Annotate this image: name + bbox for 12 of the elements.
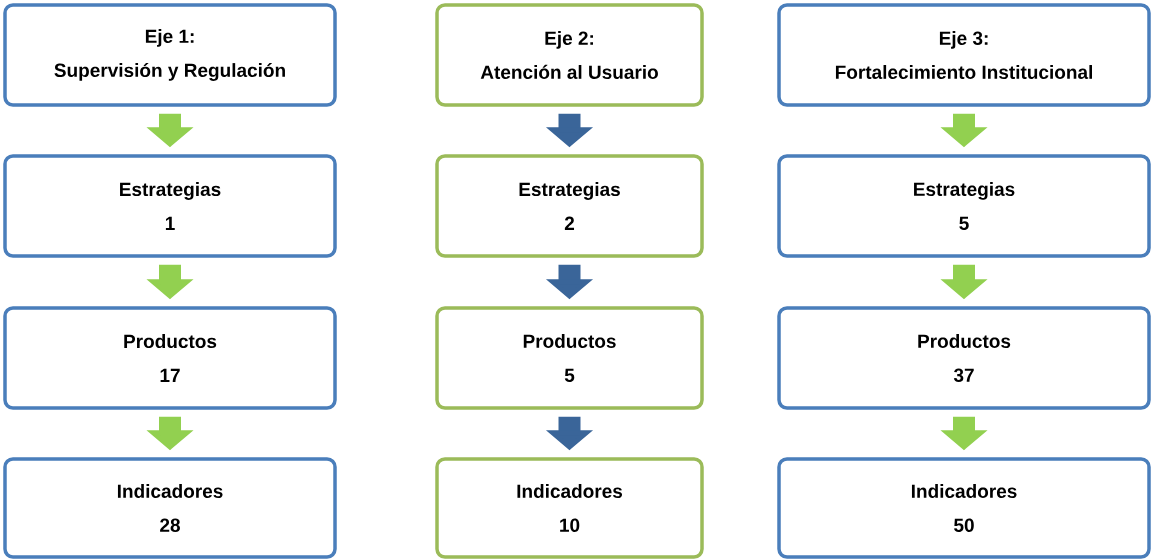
process-box: Eje 1: Supervisión y Regulación xyxy=(3,3,337,107)
process-box: Eje 3: Fortalecimiento Institucional xyxy=(777,3,1151,107)
process-box: Eje 2: Atención al Usuario xyxy=(435,3,704,107)
process-box: Indicadores 50 xyxy=(777,457,1151,559)
process-box: Productos 37 xyxy=(777,306,1151,410)
process-box: Productos 5 xyxy=(435,306,704,410)
process-box: Estrategias 1 xyxy=(3,154,337,258)
process-box: Productos 17 xyxy=(3,306,337,410)
process-box: Estrategias 5 xyxy=(777,154,1151,258)
process-box: Indicadores 10 xyxy=(435,457,704,559)
process-box: Estrategias 2 xyxy=(435,154,704,258)
process-box: Indicadores 28 xyxy=(3,457,337,559)
